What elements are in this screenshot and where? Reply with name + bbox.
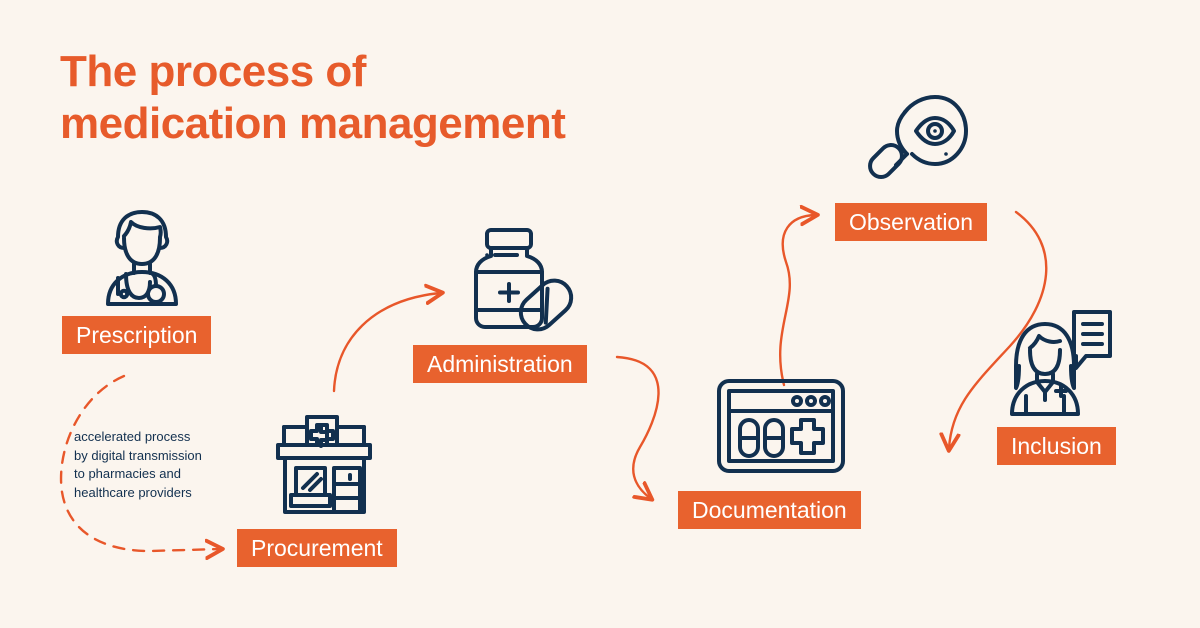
screen-medication-record-icon [715,377,847,475]
page-title: The process of medication management [60,47,566,148]
step-label-administration[interactable]: Administration [413,345,587,383]
arrow-administration-to-documentation [615,355,660,498]
pharmacy-storefront-icon [270,412,380,522]
arrow-documentation-to-observation [779,215,815,387]
magnifier-eye-icon [864,88,970,192]
step-label-procurement[interactable]: Procurement [237,529,397,567]
step-label-observation[interactable]: Observation [835,203,988,241]
nurse-speech-bubble-icon [1004,308,1114,418]
accelerated-process-note: accelerated process by digital transmiss… [74,429,202,500]
doctor-stethoscope-icon [88,206,196,310]
step-label-documentation[interactable]: Documentation [678,491,861,529]
step-label-inclusion[interactable]: Inclusion [997,427,1116,465]
pill-bottle-capsule-icon [468,226,578,334]
step-label-prescription[interactable]: Prescription [62,316,212,354]
